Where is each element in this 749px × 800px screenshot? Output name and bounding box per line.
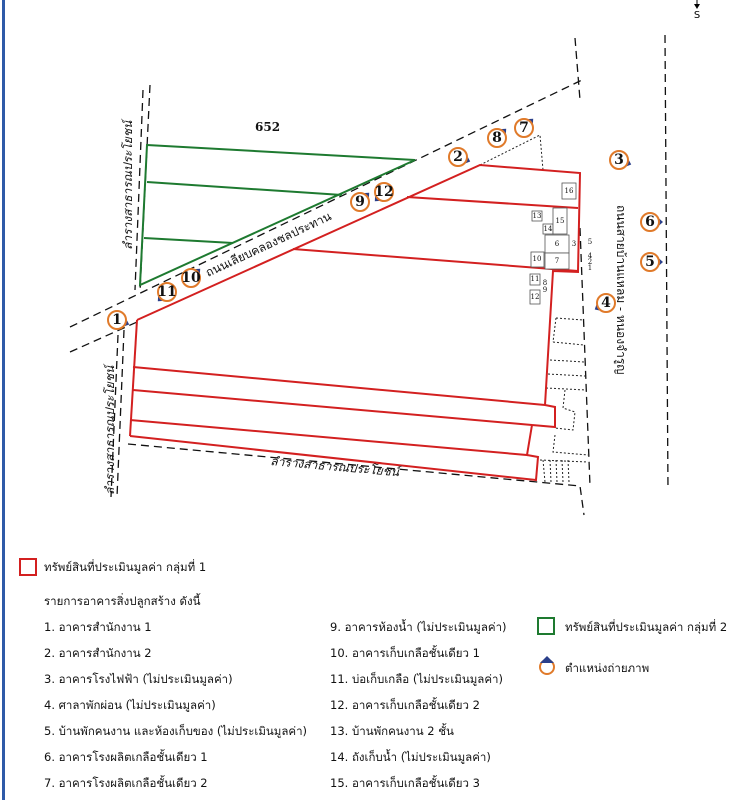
svg-text:9: 9 (543, 286, 547, 294)
svg-text:7: 7 (555, 257, 559, 265)
list-item: 5. บ้านพักคนงาน และห้องเก็บของ (ไม่ประเม… (44, 724, 308, 738)
road-diagonal-label: ถนนเลียบคลองชลประทาน (203, 209, 333, 280)
svg-text:13: 13 (533, 212, 542, 220)
building-11[interactable]: 11 (529, 273, 541, 286)
list-item: 15. อาคารเก็บเกลือชั้นเดียว 3 (330, 776, 480, 790)
marker-number: 8 (492, 130, 502, 146)
photo-marker-8[interactable]: 8 (487, 123, 512, 148)
marker-number: 4 (601, 295, 611, 311)
svg-text:2: 2 (588, 258, 592, 266)
building-16[interactable]: 16 (561, 182, 577, 200)
list-item: 10. อาคารเก็บเกลือชั้นเดียว 1 (330, 646, 480, 660)
marker-number: 7 (519, 120, 529, 136)
site-plan-map: S 16 13 14 15 6 (69, 0, 700, 516)
photo-marker-5[interactable]: 5 (640, 252, 663, 272)
building-7[interactable]: 7 (544, 252, 570, 270)
north-arrow-icon: S (694, 0, 700, 21)
group2-swatch (537, 617, 555, 635)
marker-number: 12 (374, 184, 393, 200)
list-item: 13. บ้านพักคนงาน 2 ชั้น (330, 724, 454, 738)
svg-text:15: 15 (556, 217, 565, 225)
building-9[interactable]: 9 (543, 286, 547, 294)
photo-marker-10[interactable]: 10 (181, 263, 206, 288)
building-3[interactable]: 3 (572, 240, 576, 248)
svg-text:4: 4 (588, 252, 593, 260)
photo-marker-icon (539, 656, 555, 675)
svg-text:12: 12 (531, 293, 540, 301)
list-item: 2. อาคารสำนักงาน 2 (44, 646, 152, 660)
buildings: 16 13 14 15 6 7 10 11 12 3 5 4 2 1 8 9 (529, 182, 593, 305)
building-2[interactable]: 2 (588, 258, 592, 266)
building-13[interactable]: 13 (531, 210, 543, 222)
marker-number: 2 (453, 149, 463, 165)
photo-marker-11[interactable]: 11 (152, 282, 177, 307)
photo-position-label: ตำแหน่งถ่ายภาพ (565, 661, 650, 675)
marker-number: 6 (645, 214, 655, 230)
building-12[interactable]: 12 (529, 289, 541, 305)
marker-number: 10 (181, 270, 201, 286)
canal-label-top: ลำรางสาธารณประโยชน์ (121, 118, 135, 250)
svg-text:10: 10 (533, 255, 542, 263)
building-6[interactable]: 6 (544, 234, 570, 254)
marker-number: 9 (355, 194, 365, 210)
building-10[interactable]: 10 (530, 251, 545, 268)
photo-marker-4[interactable]: 4 (591, 293, 616, 316)
group1-parcels (129, 163, 582, 482)
group1-label: ทรัพย์สินที่ประเมินมูลค่า กลุ่มที่ 1 (44, 560, 207, 574)
list-item: 6. อาคารโรงผลิตเกลือชั้นเดียว 1 (44, 750, 208, 764)
svg-text:6: 6 (555, 240, 560, 248)
marker-number: 11 (157, 284, 176, 300)
group1-swatch (19, 558, 37, 576)
list-item: 3. อาคารโรงไฟฟ้า (ไม่ประเมินมูลค่า) (44, 672, 233, 686)
svg-text:11: 11 (531, 275, 540, 283)
marker-number: 3 (614, 152, 624, 168)
list-item: 7. อาคารโรงผลิตเกลือชั้นเดียว 2 (44, 776, 208, 790)
building-1[interactable]: 1 (588, 264, 592, 272)
photo-marker-6[interactable]: 6 (640, 212, 663, 232)
plot-number: 652 (255, 120, 280, 134)
list-title: รายการอาคารสิ่งปลูกสร้าง ดังนี้ (44, 594, 201, 608)
list-item: 11. บ่อเก็บเกลือ (ไม่ประเมินมูลค่า) (330, 672, 503, 686)
photo-marker-12[interactable]: 12 (369, 182, 394, 207)
svg-text:16: 16 (565, 187, 574, 195)
building-8[interactable]: 8 (543, 279, 547, 287)
svg-text:8: 8 (543, 279, 547, 287)
page-border (2, 0, 5, 800)
marker-number: 1 (112, 312, 122, 328)
list-item: 14. ถังเก็บน้ำ (ไม่ประเมินมูลค่า) (330, 750, 491, 764)
svg-text:14: 14 (544, 225, 553, 233)
list-item: 9. อาคารห้องน้ำ (ไม่ประเมินมูลค่า) (330, 620, 507, 634)
photo-marker-1[interactable]: 1 (107, 310, 132, 332)
group2-label: ทรัพย์สินที่ประเมินมูลค่า กลุ่มที่ 2 (565, 620, 728, 634)
photo-marker-2[interactable]: 2 (448, 147, 473, 169)
photo-marker-3[interactable]: 3 (609, 150, 634, 172)
building-15[interactable]: 15 (552, 207, 568, 235)
canal-label-left: ลำรางสาธารณประโยชน์ (103, 363, 117, 495)
group2-parcels (138, 143, 416, 287)
building-4[interactable]: 4 (588, 252, 593, 260)
svg-text:5: 5 (588, 238, 592, 246)
svg-text:3: 3 (572, 240, 576, 248)
annex-dotted-lines (479, 134, 589, 483)
marker-number: 5 (645, 254, 655, 270)
building-14[interactable]: 14 (542, 223, 554, 235)
svg-text:1: 1 (588, 264, 592, 272)
legend: ทรัพย์สินที่ประเมินมูลค่า กลุ่มที่ 1 ราย… (0, 550, 749, 800)
road-right-label: ถนนสายบ้านแหลม - หนองจำรูญ (613, 205, 628, 375)
photo-marker-9[interactable]: 9 (350, 187, 375, 212)
photo-marker-7[interactable]: 7 (514, 113, 539, 138)
list-item: 4. ศาลาพักผ่อน (ไม่ประเมินมูลค่า) (44, 698, 216, 712)
north-label: S (694, 10, 700, 21)
building-5[interactable]: 5 (588, 238, 592, 246)
list-item: 12. อาคารเก็บเกลือชั้นเดียว 2 (330, 698, 480, 712)
list-item: 1. อาคารสำนักงาน 1 (44, 620, 152, 634)
